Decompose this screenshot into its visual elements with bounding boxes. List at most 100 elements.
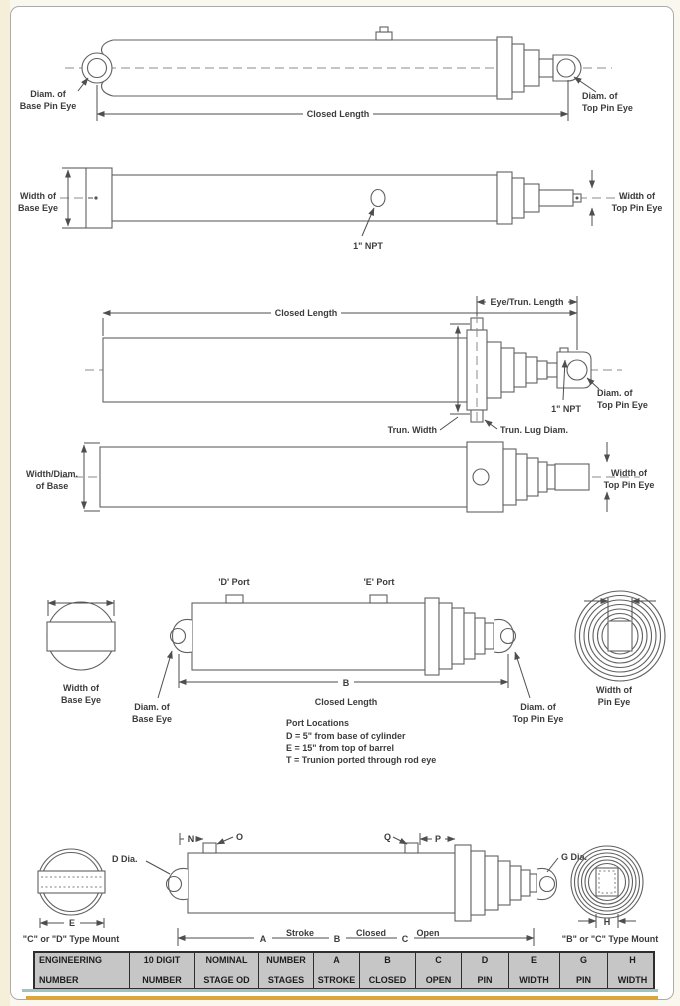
table-header-a-stroke: A STROKE xyxy=(314,953,360,988)
table-header-d-pin: D PIN xyxy=(462,953,509,988)
telescoping-stages xyxy=(486,341,558,399)
h-dim-label: H xyxy=(604,917,611,927)
trunnion-lug-hole xyxy=(472,468,490,486)
port-boss-right xyxy=(404,842,419,854)
table-header-c-open: C OPEN xyxy=(416,953,462,988)
b-dim-label: B xyxy=(343,678,350,688)
npt-label: 1" NPT xyxy=(551,404,581,414)
p-dim-label: P xyxy=(435,834,441,844)
eye-trun-length-dim: Eye/Trun. Length xyxy=(490,297,563,307)
n-dim-label: N xyxy=(188,834,195,844)
diagram-eye-cylinder: Width of Base Eye 'D' Port 'E' Port B xyxy=(46,577,666,765)
gold-divider-line xyxy=(26,996,658,999)
base-eye-diam-label: Diam. of xyxy=(134,702,171,712)
base-eye-tab xyxy=(167,867,189,901)
table-header-e-width: E WIDTH xyxy=(509,953,560,988)
e-port-label: 'E' Port xyxy=(364,577,395,587)
diagram-trunnion-side-view: Eye/Trun. Length Closed Length Trun. Wid… xyxy=(85,296,648,435)
barrel-outline xyxy=(99,446,468,508)
base-eye-label: Diam. of xyxy=(30,89,67,99)
top-eye-diam-label: Top Pin Eye xyxy=(513,714,564,724)
d-dia-label: D Dia. xyxy=(112,854,138,864)
barrel-outline xyxy=(191,602,426,671)
top-eye-label: Diam. of xyxy=(597,388,634,398)
a-dim-label: A xyxy=(260,934,267,944)
base-eye-label: Base Pin Eye xyxy=(20,101,77,111)
diagram-trunnion-width-view: Width/Diam. of Base Width of Top Pin Eye xyxy=(26,441,655,513)
table-header-nominal-stage-od: NOMINAL STAGE OD xyxy=(195,953,259,988)
barrel-outline xyxy=(187,852,456,914)
q-dim-label: Q xyxy=(384,832,391,842)
d-port-boss xyxy=(225,594,244,604)
closed-length-dim: Closed Length xyxy=(275,308,338,318)
table-header-b-closed: B CLOSED xyxy=(360,953,416,988)
b-c-mount-end-view xyxy=(570,845,644,919)
open-label: Open xyxy=(416,928,439,938)
stroke-label: Stroke xyxy=(286,928,314,938)
base-pin-eye xyxy=(81,52,113,84)
port-location-e: E = 15" from top of barrel xyxy=(286,743,394,753)
closed-length-dim: Closed Length xyxy=(307,109,370,119)
top-eye-diam-label: Diam. of xyxy=(520,702,557,712)
base-eye-width-label: Width of xyxy=(63,683,100,693)
e-port-boss xyxy=(369,594,388,604)
mount-left-label: "C" or "D" Type Mount xyxy=(23,934,119,944)
trun-width-label: Trun. Width xyxy=(388,425,437,435)
trun-lug-label: Trun. Lug Diam. xyxy=(500,425,568,435)
barrel-outline xyxy=(102,337,468,403)
top-pin-width-label: Top Pin Eye xyxy=(604,480,655,490)
teal-divider-line xyxy=(22,989,658,992)
d-port-label: 'D' Port xyxy=(218,577,249,587)
port-locations-note: Port Locations D = 5" from base of cylin… xyxy=(286,718,436,765)
e-dim-label: E xyxy=(69,918,75,928)
port-boss-left xyxy=(202,842,217,854)
telescoping-stages xyxy=(454,844,538,922)
base-eye-tab xyxy=(171,619,193,653)
c-dim-label: C xyxy=(402,934,409,944)
g-dia-label: G Dia. xyxy=(561,852,587,862)
port-boss xyxy=(375,31,393,41)
closed-label: Closed xyxy=(356,928,386,938)
telescoping-stages xyxy=(424,597,495,676)
b-dim-label: B xyxy=(334,934,341,944)
base-eye-width-label: Base Eye xyxy=(61,695,101,705)
table-header-g-pin: G PIN xyxy=(560,953,608,988)
diagram-pin-eye-width-view: Width of Base Eye 1" NPT Width of Top Pi… xyxy=(18,167,663,251)
top-eye-label: Top Pin Eye xyxy=(597,400,648,410)
base-width-label: Width/Diam. xyxy=(26,469,78,479)
table-header-10-digit-number: 10 DIGIT NUMBER xyxy=(130,953,195,988)
o-dim-label: O xyxy=(236,832,243,842)
npt-label: 1" NPT xyxy=(353,241,383,251)
top-eye-label: Top Pin Eye xyxy=(582,103,633,113)
table-header-engineering-number: ENGINEERING NUMBER xyxy=(35,953,130,988)
port-location-t: T = Trunion ported through rod eye xyxy=(286,755,436,765)
pin-eye-end-view xyxy=(574,590,666,682)
top-eye-tab xyxy=(493,619,515,653)
diagram-lettered-cylinder: E "C" or "D" Type Mount D Dia. N O Q P xyxy=(23,832,658,946)
mount-right-label: "B" or "C" Type Mount xyxy=(562,934,658,944)
barrel-outline xyxy=(111,174,498,222)
pin-eye-width-label: Pin Eye xyxy=(598,697,631,707)
npt-port xyxy=(370,188,386,208)
base-eye-diam-label: Base Eye xyxy=(132,714,172,724)
top-pin-width-label: Width of xyxy=(611,468,648,478)
telescoping-stages xyxy=(496,36,554,100)
port-locations-title: Port Locations xyxy=(286,718,349,728)
base-width-label: of Base xyxy=(36,481,69,491)
table-header-number-stages: NUMBER STAGES xyxy=(259,953,314,988)
spec-table: ENGINEERING NUMBER 10 DIGIT NUMBER NOMIN… xyxy=(33,951,655,990)
telescoping-stages xyxy=(496,171,582,225)
diagram-pin-eye-side-view: Diam. of Base Pin Eye Diam. of Top Pin E… xyxy=(20,26,633,121)
port-location-d: D = 5" from base of cylinder xyxy=(286,731,406,741)
base-eye-width-label: Base Eye xyxy=(18,203,58,213)
top-eye-label: Diam. of xyxy=(582,91,619,101)
rod-eye-tab xyxy=(536,867,558,901)
base-eye-width-label: Width of xyxy=(20,191,57,201)
closed-length-label: Closed Length xyxy=(315,697,378,707)
pin-eye-width-label: Width of xyxy=(596,685,633,695)
top-pin-eye xyxy=(556,351,592,389)
top-pin-width-label: Top Pin Eye xyxy=(612,203,663,213)
page-margin-strip xyxy=(0,0,10,1006)
